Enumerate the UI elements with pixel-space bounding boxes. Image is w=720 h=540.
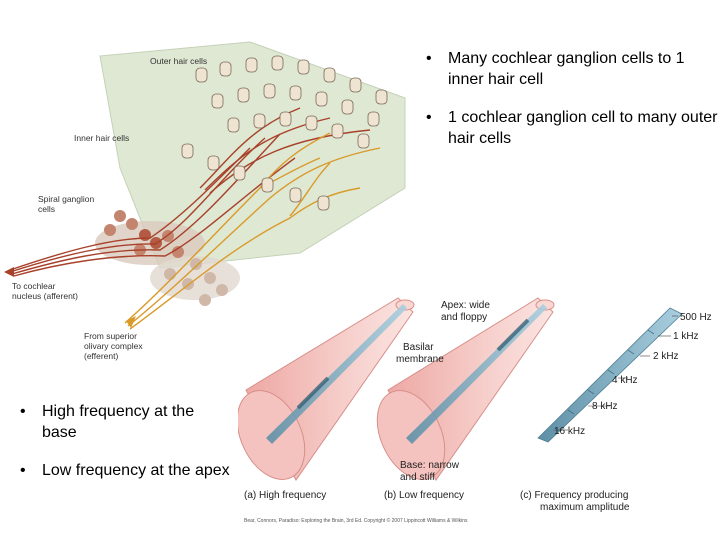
cochlea-cone-low-frequency xyxy=(376,297,555,481)
efferent-fibers xyxy=(124,132,381,330)
inner-hair-cells xyxy=(181,143,330,211)
label-outer-hair-cells: Outer hair cells xyxy=(150,56,208,66)
bullet-ganglion-to-outer: 1 cochlear ganglion cell to many outer h… xyxy=(418,107,718,149)
bullet-ganglion-to-inner: Many cochlear ganglion cells to 1 inner … xyxy=(418,48,718,90)
label-spiral-ganglion: Spiral ganglion cells xyxy=(38,194,95,214)
panel-a-caption: (a) High frequency xyxy=(244,490,327,501)
bullet-low-frequency: Low frequency at the apex xyxy=(12,460,232,481)
panel-c-caption-2: maximum amplitude xyxy=(540,502,630,513)
organ-of-corti-sheet xyxy=(99,41,406,269)
label-from-superior-3: (efferent) xyxy=(84,351,119,361)
label-apex-1: Apex: wide xyxy=(441,300,490,311)
outer-hair-cells xyxy=(195,55,388,149)
freq-2khz: 2 kHz xyxy=(653,351,679,362)
freq-1khz: 1 kHz xyxy=(673,331,699,342)
label-base-2: and stiff xyxy=(400,472,435,483)
top-bullet-list: Many cochlear ganglion cells to 1 inner … xyxy=(418,48,718,166)
panel-b-caption: (b) Low frequency xyxy=(384,490,465,501)
label-to-cochlear-2: nucleus (afferent) xyxy=(12,291,78,301)
panel-c-caption-1: (c) Frequency producing xyxy=(520,490,629,501)
label-inner-hair-cells: Inner hair cells xyxy=(74,133,130,143)
bottom-bullet-list: High frequency at the base Low frequency… xyxy=(12,401,232,498)
frequency-map-membrane xyxy=(537,307,683,443)
cochlea-cone-high-frequency xyxy=(238,297,415,481)
freq-16khz: 16 kHz xyxy=(554,426,586,437)
label-base-1: Base: narrow xyxy=(400,460,459,471)
freq-8khz: 8 kHz xyxy=(592,401,618,412)
label-apex-2: and floppy xyxy=(441,312,488,323)
label-basilar-2: membrane xyxy=(396,354,444,365)
freq-4khz: 4 kHz xyxy=(612,375,638,386)
freq-500hz: 500 Hz xyxy=(680,312,712,323)
hair-cell-innervation-diagram xyxy=(4,41,406,330)
bullet-high-frequency: High frequency at the base xyxy=(12,401,232,443)
label-basilar-1: Basilar xyxy=(403,342,434,353)
basilar-membrane-figure xyxy=(238,297,683,481)
label-to-cochlear-1: To cochlear xyxy=(12,281,56,291)
figure-credit: Bear, Connors, Paradiso: Exploring the B… xyxy=(244,518,468,524)
afferent-arrow xyxy=(4,267,14,277)
label-from-superior-2: olivary complex xyxy=(84,341,143,351)
efferent-arrow xyxy=(126,316,136,328)
label-from-superior-1: From superior xyxy=(84,331,137,341)
